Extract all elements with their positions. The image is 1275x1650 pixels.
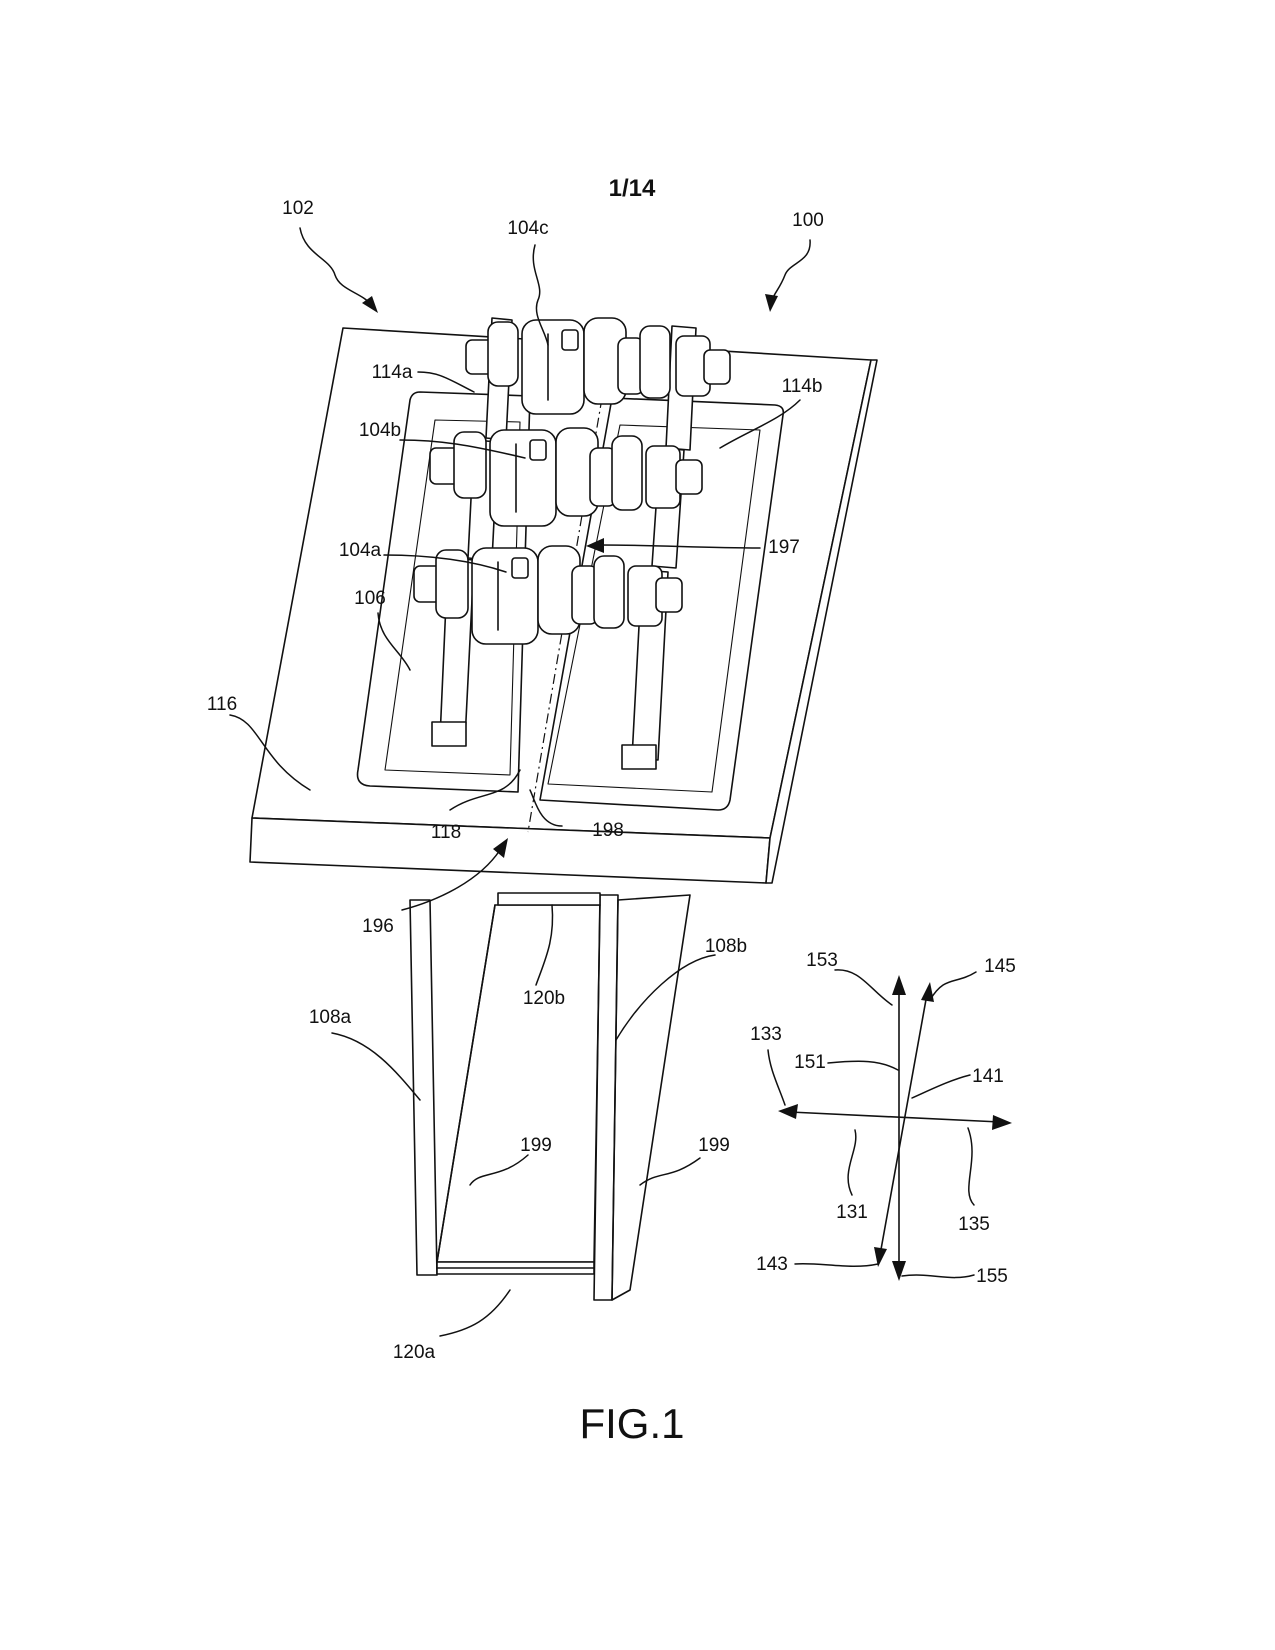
insert-106-left xyxy=(356,391,531,793)
figure-caption: FIG.1 xyxy=(579,1400,684,1447)
ref-196: 196 xyxy=(362,916,394,937)
ref-143: 143 xyxy=(756,1254,788,1275)
ref-133: 133 xyxy=(750,1024,782,1045)
reference-numerals: 102 100 104c 114a 114b 104b 197 104a 106… xyxy=(207,198,1016,1363)
sheet-number: 1/14 xyxy=(609,175,656,202)
stand xyxy=(409,892,691,1301)
ref-120a: 120a xyxy=(393,1342,436,1363)
ref-100: 100 xyxy=(792,210,824,231)
ref-198: 198 xyxy=(592,820,624,841)
ref-135: 135 xyxy=(958,1214,990,1235)
ref-199-left: 199 xyxy=(520,1135,552,1156)
ref-141: 141 xyxy=(972,1066,1004,1087)
ref-104c: 104c xyxy=(507,218,548,239)
ref-108b: 108b xyxy=(705,936,747,957)
ref-153: 153 xyxy=(806,950,838,971)
leg-108a xyxy=(409,899,438,1276)
ref-199-right: 199 xyxy=(698,1135,730,1156)
ref-106: 106 xyxy=(354,588,386,609)
ref-118: 118 xyxy=(431,822,461,843)
ref-102: 102 xyxy=(282,198,314,219)
roller-104b-row xyxy=(429,427,703,527)
ref-197: 197 xyxy=(768,537,800,558)
roller-104c-row xyxy=(465,317,731,415)
ref-104b: 104b xyxy=(359,420,401,441)
crossbar-120b xyxy=(497,892,601,906)
back-panel xyxy=(436,904,601,1263)
ref-151: 151 xyxy=(794,1052,826,1073)
ref-114b: 114b xyxy=(782,376,823,397)
ref-108a: 108a xyxy=(309,1007,352,1028)
insert-106-right xyxy=(539,397,785,811)
roller-104a-row xyxy=(413,545,683,645)
ref-145: 145 xyxy=(984,956,1016,977)
axis-triad xyxy=(778,975,1012,1281)
ref-104a: 104a xyxy=(339,540,382,561)
ref-116: 116 xyxy=(207,694,237,715)
ref-120b: 120b xyxy=(523,988,565,1009)
ref-131: 131 xyxy=(836,1202,868,1223)
leader-lines xyxy=(229,227,977,1337)
ref-155: 155 xyxy=(976,1266,1008,1287)
ref-114a: 114a xyxy=(372,362,413,383)
